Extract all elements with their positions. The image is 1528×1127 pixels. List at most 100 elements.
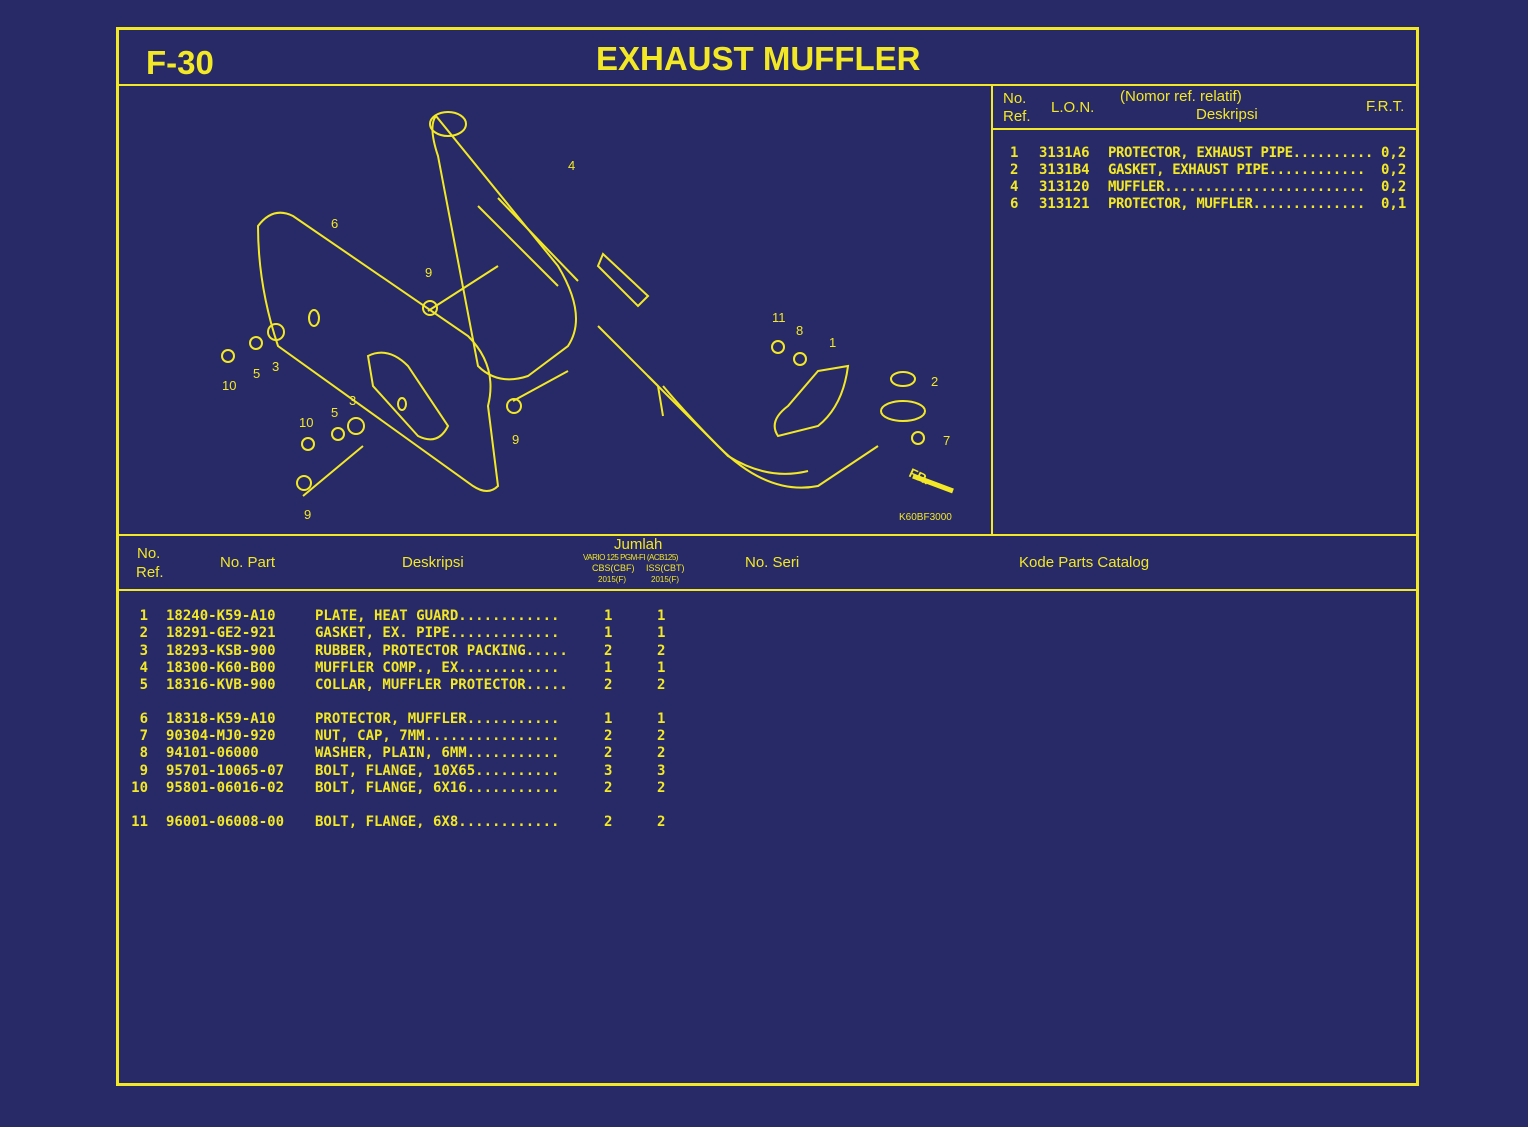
frt-ref: 2 xyxy=(1010,162,1019,178)
header-jumlah: Jumlah xyxy=(614,536,663,553)
callout-8: 8 xyxy=(796,323,803,338)
header-deskripsi: Deskripsi xyxy=(402,554,464,571)
part-number: 18318-K59-A10 xyxy=(166,711,276,727)
frt-row: 2 3131B4 GASKET, EXHAUST PIPE...........… xyxy=(1000,162,1410,179)
part-ref: 11 xyxy=(131,814,148,830)
divider xyxy=(992,128,1416,130)
part-qty-cbs: 1 xyxy=(604,625,613,641)
part-desc: BOLT, FLANGE, 6X16........... xyxy=(315,780,560,796)
part-ref: 4 xyxy=(139,660,148,676)
part-number: 95701-10065-07 xyxy=(166,763,285,779)
frt-ref: 1 xyxy=(1010,145,1019,161)
part-qty-cbs: 2 xyxy=(604,814,613,830)
part-ref: 1 xyxy=(139,608,148,624)
part-number: 96001-06008-00 xyxy=(166,814,285,830)
part-desc: PROTECTOR, MUFFLER........... xyxy=(315,711,560,727)
part-desc: PLATE, HEAT GUARD............ xyxy=(315,608,560,624)
header-no-part: No. Part xyxy=(220,554,276,571)
part-desc: WASHER, PLAIN, 6MM........... xyxy=(315,745,560,761)
part-number: 94101-06000 xyxy=(166,745,259,761)
part-number: 90304-MJ0-920 xyxy=(166,728,276,744)
section-code: F-30 xyxy=(146,44,214,81)
frt-header-nomor: (Nomor ref. relatif) xyxy=(1120,88,1242,105)
frt-value: 0,2 xyxy=(1381,179,1407,195)
muffler-body xyxy=(429,111,879,489)
frt-desc: PROTECTOR, EXHAUST PIPE.......... xyxy=(1108,145,1373,161)
part-qty-iss: 2 xyxy=(657,780,666,796)
frt-lon: 313121 xyxy=(1039,196,1090,212)
catalog-frame xyxy=(116,27,1419,1086)
divider xyxy=(116,534,1416,536)
divider xyxy=(116,84,1416,86)
frt-row: 4 313120 MUFFLER........................… xyxy=(1000,179,1410,196)
frt-desc: PROTECTOR, MUFFLER.............. xyxy=(1108,196,1365,212)
frt-desc: GASKET, EXHAUST PIPE............ xyxy=(1108,162,1365,178)
callout-4: 4 xyxy=(568,158,575,173)
frt-lon: 313120 xyxy=(1039,179,1090,195)
callout-1: 1 xyxy=(829,335,836,350)
part-number: 18240-K59-A10 xyxy=(166,608,276,624)
frt-header-deskripsi: Deskripsi xyxy=(1196,106,1258,123)
callout-10: 10 xyxy=(222,378,236,393)
part-desc: COLLAR, MUFFLER PROTECTOR..... xyxy=(315,677,568,693)
bracket-and-bolts xyxy=(221,197,954,497)
part-row: 4 18300-K60-B00 MUFFLER COMP., EX.......… xyxy=(120,660,680,677)
header-variant-2: ISS(CBT) xyxy=(646,563,685,573)
callout-11: 11 xyxy=(772,310,786,325)
callout-3: 3 xyxy=(349,393,356,408)
header-year-1: 2015(F) xyxy=(598,575,627,584)
part-qty-cbs: 1 xyxy=(604,711,613,727)
part-row: 9 95701-10065-07 BOLT, FLANGE, 10X65....… xyxy=(120,763,680,780)
callout-2: 2 xyxy=(931,374,938,389)
part-qty-cbs: 1 xyxy=(604,608,613,624)
frt-ref: 6 xyxy=(1010,196,1019,212)
frt-value: 0,2 xyxy=(1381,145,1407,161)
part-row: 6 18318-K59-A10 PROTECTOR, MUFFLER......… xyxy=(120,711,680,728)
frt-header-ref: No. Ref. xyxy=(1003,90,1031,125)
part-row: 11 96001-06008-00 BOLT, FLANGE, 6X8.....… xyxy=(120,814,680,831)
part-ref: 6 xyxy=(139,711,148,727)
header-ref: Ref. xyxy=(136,564,164,581)
callout-7: 7 xyxy=(943,433,950,448)
callout-9: 9 xyxy=(425,265,432,280)
part-qty-cbs: 2 xyxy=(604,745,613,761)
part-number: 18291-GE2-921 xyxy=(166,625,276,641)
part-qty-iss: 2 xyxy=(657,643,666,659)
header-model: VARIO 125 PGM-FI (ACB125) xyxy=(583,553,678,562)
frt-desc: MUFFLER......................... xyxy=(1108,179,1365,195)
callout-6: 6 xyxy=(331,216,338,231)
divider xyxy=(116,589,1416,591)
part-row: 5 18316-KVB-900 COLLAR, MUFFLER PROTECTO… xyxy=(120,677,680,694)
frt-lon: 3131B4 xyxy=(1039,162,1090,178)
part-desc: MUFFLER COMP., EX............ xyxy=(315,660,560,676)
part-qty-iss: 1 xyxy=(657,608,666,624)
callout-5: 5 xyxy=(331,405,338,420)
frt-row: 1 3131A6 PROTECTOR, EXHAUST PIPE........… xyxy=(1000,145,1410,162)
part-row: 10 95801-06016-02 BOLT, FLANGE, 6X16....… xyxy=(120,780,680,797)
part-qty-cbs: 2 xyxy=(604,677,613,693)
part-desc: BOLT, FLANGE, 6X8............ xyxy=(315,814,560,830)
exploded-diagram: 4 6 9 11 8 1 2 7 10 5 3 10 5 3 9 9 FR. K… xyxy=(221,111,954,523)
callout-10: 10 xyxy=(299,415,313,430)
part-row: 1 18240-K59-A10 PLATE, HEAT GUARD.......… xyxy=(120,608,680,625)
part-row: 2 18291-GE2-921 GASKET, EX. PIPE........… xyxy=(120,625,680,642)
part-desc: NUT, CAP, 7MM................ xyxy=(315,728,560,744)
part-qty-cbs: 1 xyxy=(604,660,613,676)
callout-9: 9 xyxy=(512,432,519,447)
part-qty-cbs: 2 xyxy=(604,780,613,796)
part-desc: GASKET, EX. PIPE............. xyxy=(315,625,560,641)
part-qty-iss: 2 xyxy=(657,728,666,744)
part-desc: RUBBER, PROTECTOR PACKING..... xyxy=(315,643,568,659)
part-number: 18316-KVB-900 xyxy=(166,677,276,693)
part-ref: 8 xyxy=(139,745,148,761)
frt-ref: 4 xyxy=(1010,179,1019,195)
frt-header-frt: F.R.T. xyxy=(1366,98,1405,115)
heat-guard xyxy=(256,211,500,492)
frt-row: 6 313121 PROTECTOR, MUFFLER.............… xyxy=(1000,196,1410,213)
part-row: 7 90304-MJ0-920 NUT, CAP, 7MM...........… xyxy=(120,728,680,745)
part-qty-cbs: 2 xyxy=(604,643,613,659)
part-ref: 9 xyxy=(139,763,148,779)
page-title: EXHAUST MUFFLER xyxy=(596,40,921,77)
frt-lon: 3131A6 xyxy=(1039,145,1090,161)
header-variant-1: CBS(CBF) xyxy=(592,563,635,573)
